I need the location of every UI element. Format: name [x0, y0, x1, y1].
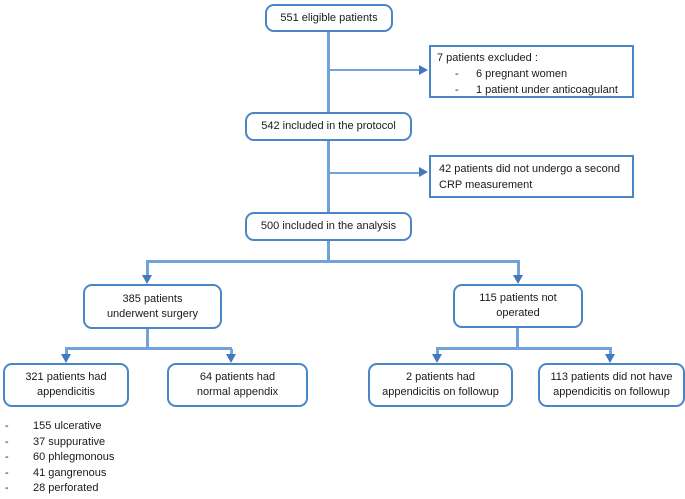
- node-had-appendicitis: 321 patients had appendicitis: [3, 363, 129, 407]
- list-item: - 60 phlegmonous: [5, 450, 114, 466]
- connector-split-to-surgery: [146, 262, 149, 276]
- list-item: - 37 suppurative: [5, 435, 114, 451]
- arrow-right-icon: [419, 167, 428, 177]
- node-excluded-patients: 7 patients excluded : - 6 pregnant women…: [429, 45, 634, 98]
- connector-protocol-to-analysis: [327, 141, 330, 212]
- connector-to-appendicitis: [65, 349, 68, 356]
- node-text: 542 included in the protocol: [261, 120, 396, 132]
- connector-eligible-to-protocol: [327, 32, 330, 112]
- list-item: - 155 ulcerative: [5, 419, 114, 435]
- node-eligible-patients: 551 eligible patients: [265, 4, 393, 32]
- list-item-text: 28 perforated: [33, 482, 99, 495]
- connector-to-followup-appendicitis: [436, 350, 439, 356]
- node-text: underwent surgery: [106, 307, 199, 320]
- node-text: 2 patients had: [405, 371, 476, 383]
- list-item-text: 155 ulcerative: [33, 420, 102, 432]
- node-text: 321 patients had: [25, 371, 107, 383]
- connector-to-normal-appendix: [230, 349, 233, 356]
- arrow-down-icon: [432, 354, 442, 363]
- node-text: CRP measurement: [439, 179, 533, 191]
- node-text: appendicitis on followup: [382, 386, 499, 398]
- bullet-dash: -: [455, 68, 459, 80]
- node-text: operated: [496, 307, 540, 319]
- arrow-down-icon: [61, 354, 71, 363]
- list-item: - 41 gangrenous: [5, 466, 114, 482]
- node-text: 64 patients had: [199, 371, 276, 383]
- arrow-down-icon: [226, 354, 236, 363]
- list-item-text: 60 phlegmonous: [33, 451, 115, 464]
- bullet-dash: -: [5, 466, 9, 479]
- node-normal-appendix: 64 patients had normal appendix: [167, 363, 308, 407]
- bullet-dash: -: [5, 482, 9, 495]
- node-text: appendicitis: [36, 386, 96, 398]
- connector-surgery-stem: [146, 329, 149, 347]
- connector-not-operated-stem: [516, 328, 519, 347]
- excluded-bullet: - 1 patient under anticoagulant: [437, 82, 618, 98]
- node-text: 385 patients: [122, 292, 183, 305]
- connector-surgery-split: [65, 347, 232, 350]
- bullet-text: 1 patient under anticoagulant: [476, 84, 618, 96]
- connector-to-followup-none: [609, 350, 612, 356]
- bullet-dash: -: [5, 420, 9, 432]
- node-text: 113 patients did not have: [550, 371, 673, 383]
- connector-to-excluded: [330, 69, 420, 71]
- arrow-down-icon: [142, 275, 152, 284]
- list-item-text: 37 suppurative: [33, 435, 106, 448]
- node-text: 7 patients excluded :: [437, 52, 538, 64]
- node-text: 551 eligible patients: [280, 11, 378, 24]
- connector-split-to-not-operated: [517, 262, 520, 276]
- arrow-right-icon: [419, 65, 428, 75]
- node-text: 42 patients did not undergo a second: [439, 163, 621, 175]
- node-followup-no-appendicitis: 113 patients did not have appendicitis o…: [538, 363, 685, 407]
- arrow-down-icon: [605, 354, 615, 363]
- node-underwent-surgery: 385 patients underwent surgery: [83, 284, 222, 329]
- node-not-operated: 115 patients not operated: [453, 284, 583, 328]
- node-text: appendicitis on followup: [553, 386, 670, 398]
- node-text: normal appendix: [196, 386, 279, 398]
- node-text: 500 included in the analysis: [260, 220, 397, 232]
- list-item: - 28 perforated: [5, 481, 114, 497]
- bullet-dash: -: [5, 451, 9, 464]
- bullet-dash: -: [455, 84, 459, 96]
- bullet-text: 6 pregnant women: [476, 68, 568, 80]
- connector-main-split: [146, 260, 520, 263]
- pathology-breakdown-list: - 155 ulcerative - 37 suppurative - 60 p…: [5, 419, 114, 497]
- arrow-down-icon: [513, 275, 523, 284]
- node-included-protocol: 542 included in the protocol: [245, 112, 412, 141]
- list-item-text: 41 gangrenous: [33, 466, 107, 479]
- excluded-bullet: - 6 pregnant women: [437, 66, 567, 82]
- node-text: 115 patients not: [479, 292, 557, 304]
- connector-to-crp: [330, 172, 420, 174]
- node-followup-appendicitis: 2 patients had appendicitis on followup: [368, 363, 513, 407]
- node-no-second-crp: 42 patients did not undergo a second CRP…: [429, 155, 634, 198]
- connector-not-operated-split: [436, 347, 612, 350]
- bullet-dash: -: [5, 435, 9, 448]
- node-included-analysis: 500 included in the analysis: [245, 212, 412, 241]
- connector-analysis-to-split: [327, 241, 330, 262]
